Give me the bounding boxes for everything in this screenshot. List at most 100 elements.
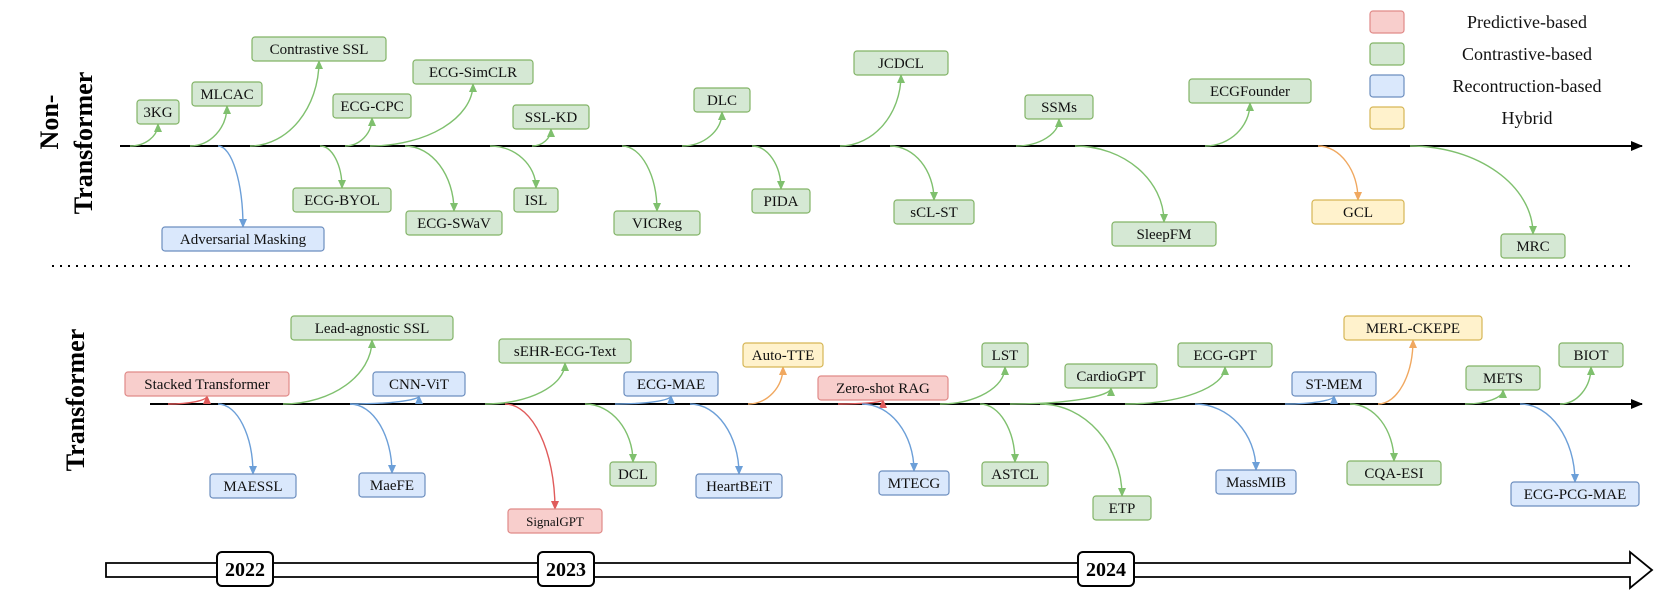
method-node-massmib: MassMIB xyxy=(1215,469,1297,495)
method-node-etp: ETP xyxy=(1092,495,1152,521)
method-node-ssl-kd: SSL-KD xyxy=(512,104,590,130)
row-label-non-transformer-line2: Transformer xyxy=(69,72,98,214)
edge-nt-adversarial-masking xyxy=(217,145,247,228)
method-box-ecgfounder xyxy=(1188,78,1312,104)
edge-nt-contrastive-ssl xyxy=(249,60,323,147)
edge-nt-sleepfm xyxy=(1074,145,1168,223)
edge-nt-isl xyxy=(489,145,540,189)
method-node-contrastive-ssl: Contrastive SSL xyxy=(251,36,387,62)
year-box-2023 xyxy=(537,551,595,587)
method-box-astcl xyxy=(981,461,1049,487)
method-label-stacked-transformer: Stacked Transformer xyxy=(144,377,269,393)
method-label-ecg-swav: ECG-SWaV xyxy=(417,216,491,232)
method-box-mlcac xyxy=(191,81,263,107)
method-node-maefe: MaeFE xyxy=(358,472,426,498)
method-node-astcl: ASTCL xyxy=(981,461,1049,487)
method-node-maessl: MAESSL xyxy=(209,473,297,499)
edge-t-lst xyxy=(939,366,1009,405)
method-box-cqa-esi xyxy=(1346,460,1442,486)
edge-t-cnn-vit xyxy=(349,395,423,405)
method-box-vicreg xyxy=(613,210,701,236)
legend-label-hybrid: Hybrid xyxy=(1502,108,1553,128)
method-node-sehr-ecg-text: sEHR-ECG-Text xyxy=(498,338,632,364)
method-box-mets xyxy=(1465,365,1541,391)
edge-t-lead-agnostic-ssl xyxy=(282,339,376,405)
method-node-jcdcl: JCDCL xyxy=(853,50,949,76)
method-label-dlc: DLC xyxy=(707,93,737,109)
edge-nt-ecg-simclr xyxy=(369,83,477,147)
legend-label-contr: Contrastive-based xyxy=(1462,44,1592,64)
method-node-ecg-simclr: ECG-SimCLR xyxy=(412,59,534,85)
method-box-maessl xyxy=(209,473,297,499)
method-node-ecg-pcg-mae: ECG-PCG-MAE xyxy=(1510,481,1640,507)
edge-nt-ecg-cpc xyxy=(344,117,376,147)
method-node-dlc: DLC xyxy=(693,87,751,113)
legend-label-pred: Predictive-based xyxy=(1467,12,1587,32)
method-box-gcl xyxy=(1311,199,1405,225)
method-node-heartbeit: HeartBEiT xyxy=(695,473,783,499)
method-box-biot xyxy=(1558,342,1624,368)
method-label-gcl: GCL xyxy=(1343,205,1373,221)
method-box-zero-shot-rag xyxy=(817,375,949,401)
method-label-massmib: MassMIB xyxy=(1226,475,1286,491)
method-node-ecgfounder: ECGFounder xyxy=(1188,78,1312,104)
legend-label-recon: Recontruction-based xyxy=(1453,76,1602,96)
edge-nt-ssms xyxy=(1015,118,1063,147)
method-node-adversarial-masking: Adversarial Masking xyxy=(161,226,325,252)
year-box-2022 xyxy=(216,551,274,587)
method-node-sleepfm: SleepFM xyxy=(1111,221,1217,247)
method-node-cardiogpt: CardioGPT xyxy=(1064,363,1158,389)
year-label-2022: 2022 xyxy=(225,559,265,581)
method-node-mtecg: MTECG xyxy=(878,470,950,496)
edge-nt-ecg-swav xyxy=(404,145,458,212)
method-node-zero-shot-rag: Zero-shot RAG xyxy=(817,375,949,401)
method-label-ecgfounder: ECGFounder xyxy=(1210,84,1290,100)
edge-t-heartbeit xyxy=(689,403,743,475)
edge-t-merl-ckepe xyxy=(1377,339,1417,405)
method-node-stacked-transformer: Stacked Transformer xyxy=(124,371,290,397)
edge-nt-scl-st xyxy=(889,145,938,201)
edge-t-st-mem xyxy=(1284,395,1338,405)
method-label-st-mem: ST-MEM xyxy=(1306,377,1363,393)
edge-t-massmib xyxy=(1194,403,1260,471)
method-label-cardiogpt: CardioGPT xyxy=(1076,369,1145,385)
method-label-zero-shot-rag: Zero-shot RAG xyxy=(836,381,930,397)
method-box-3kg xyxy=(136,99,180,125)
method-label-ecg-cpc: ECG-CPC xyxy=(340,99,403,115)
method-box-st-mem xyxy=(1291,371,1377,397)
edge-t-maefe xyxy=(349,403,396,474)
method-label-sleepfm: SleepFM xyxy=(1136,227,1191,243)
method-node-isl: ISL xyxy=(513,187,559,213)
method-box-sehr-ecg-text xyxy=(498,338,632,364)
year-timeline-arrow xyxy=(105,550,1654,590)
method-node-mlcac: MLCAC xyxy=(191,81,263,107)
row-label-non-transformer-line1: Non- xyxy=(35,95,64,150)
method-node-biot: BIOT xyxy=(1558,342,1624,368)
method-node-ecg-gpt: ECG-GPT xyxy=(1177,342,1273,368)
method-node-dcl: DCL xyxy=(609,461,657,487)
method-label-astcl: ASTCL xyxy=(991,467,1039,483)
method-label-adversarial-masking: Adversarial Masking xyxy=(180,232,307,248)
method-node-ecg-byol: ECG-BYOL xyxy=(292,187,392,213)
method-box-ssms xyxy=(1024,94,1094,120)
legend-swatch-contr xyxy=(1369,42,1405,66)
method-label-pida: PIDA xyxy=(763,194,798,210)
method-box-mtecg xyxy=(878,470,950,496)
method-node-ssms: SSMs xyxy=(1024,94,1094,120)
method-label-mets: METS xyxy=(1483,371,1523,387)
method-label-ecg-gpt: ECG-GPT xyxy=(1193,348,1256,364)
legend-swatch-pred xyxy=(1369,10,1405,34)
method-node-signalgpt: SignalGPT xyxy=(507,508,603,534)
method-label-cqa-esi: CQA-ESI xyxy=(1364,466,1423,482)
method-node-merl-ckepe: MERL-CKEPE xyxy=(1343,315,1483,341)
method-box-scl-st xyxy=(893,199,975,225)
method-label-sehr-ecg-text: sEHR-ECG-Text xyxy=(514,344,617,360)
method-label-ecg-byol: ECG-BYOL xyxy=(304,193,380,209)
year-label-2023: 2023 xyxy=(546,559,586,581)
method-label-ssms: SSMs xyxy=(1041,100,1077,116)
edge-nt-mrc xyxy=(1409,145,1537,235)
method-label-dcl: DCL xyxy=(618,467,648,483)
edge-nt-gcl xyxy=(1317,145,1362,201)
legend-swatch-recon xyxy=(1369,74,1405,98)
method-box-etp xyxy=(1092,495,1152,521)
